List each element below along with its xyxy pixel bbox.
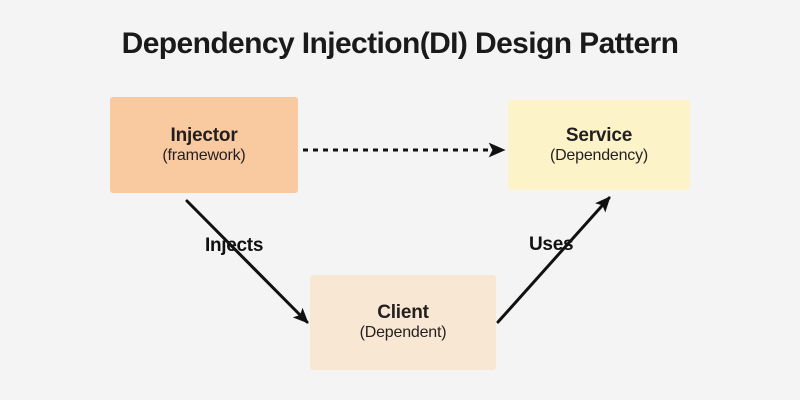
node-service: Service (Dependency) bbox=[508, 100, 690, 190]
edge-label-uses: Uses bbox=[529, 234, 574, 255]
edge-injector-to-client bbox=[185, 199, 309, 324]
edge-client-to-service bbox=[496, 196, 611, 324]
node-injector-title: Injector bbox=[170, 124, 238, 146]
edge-label-injects: Injects bbox=[205, 235, 264, 256]
page-title: Dependency Injection(DI) Design Pattern bbox=[121, 27, 679, 60]
node-service-subtitle: (Dependency) bbox=[549, 146, 649, 164]
node-client-subtitle: (Dependent) bbox=[359, 324, 447, 342]
node-service-title: Service bbox=[565, 124, 633, 146]
node-client: Client (Dependent) bbox=[310, 275, 496, 370]
node-injector: Injector (framework) bbox=[110, 97, 298, 193]
node-client-title: Client bbox=[377, 302, 429, 324]
node-injector-subtitle: (framework) bbox=[162, 146, 246, 164]
